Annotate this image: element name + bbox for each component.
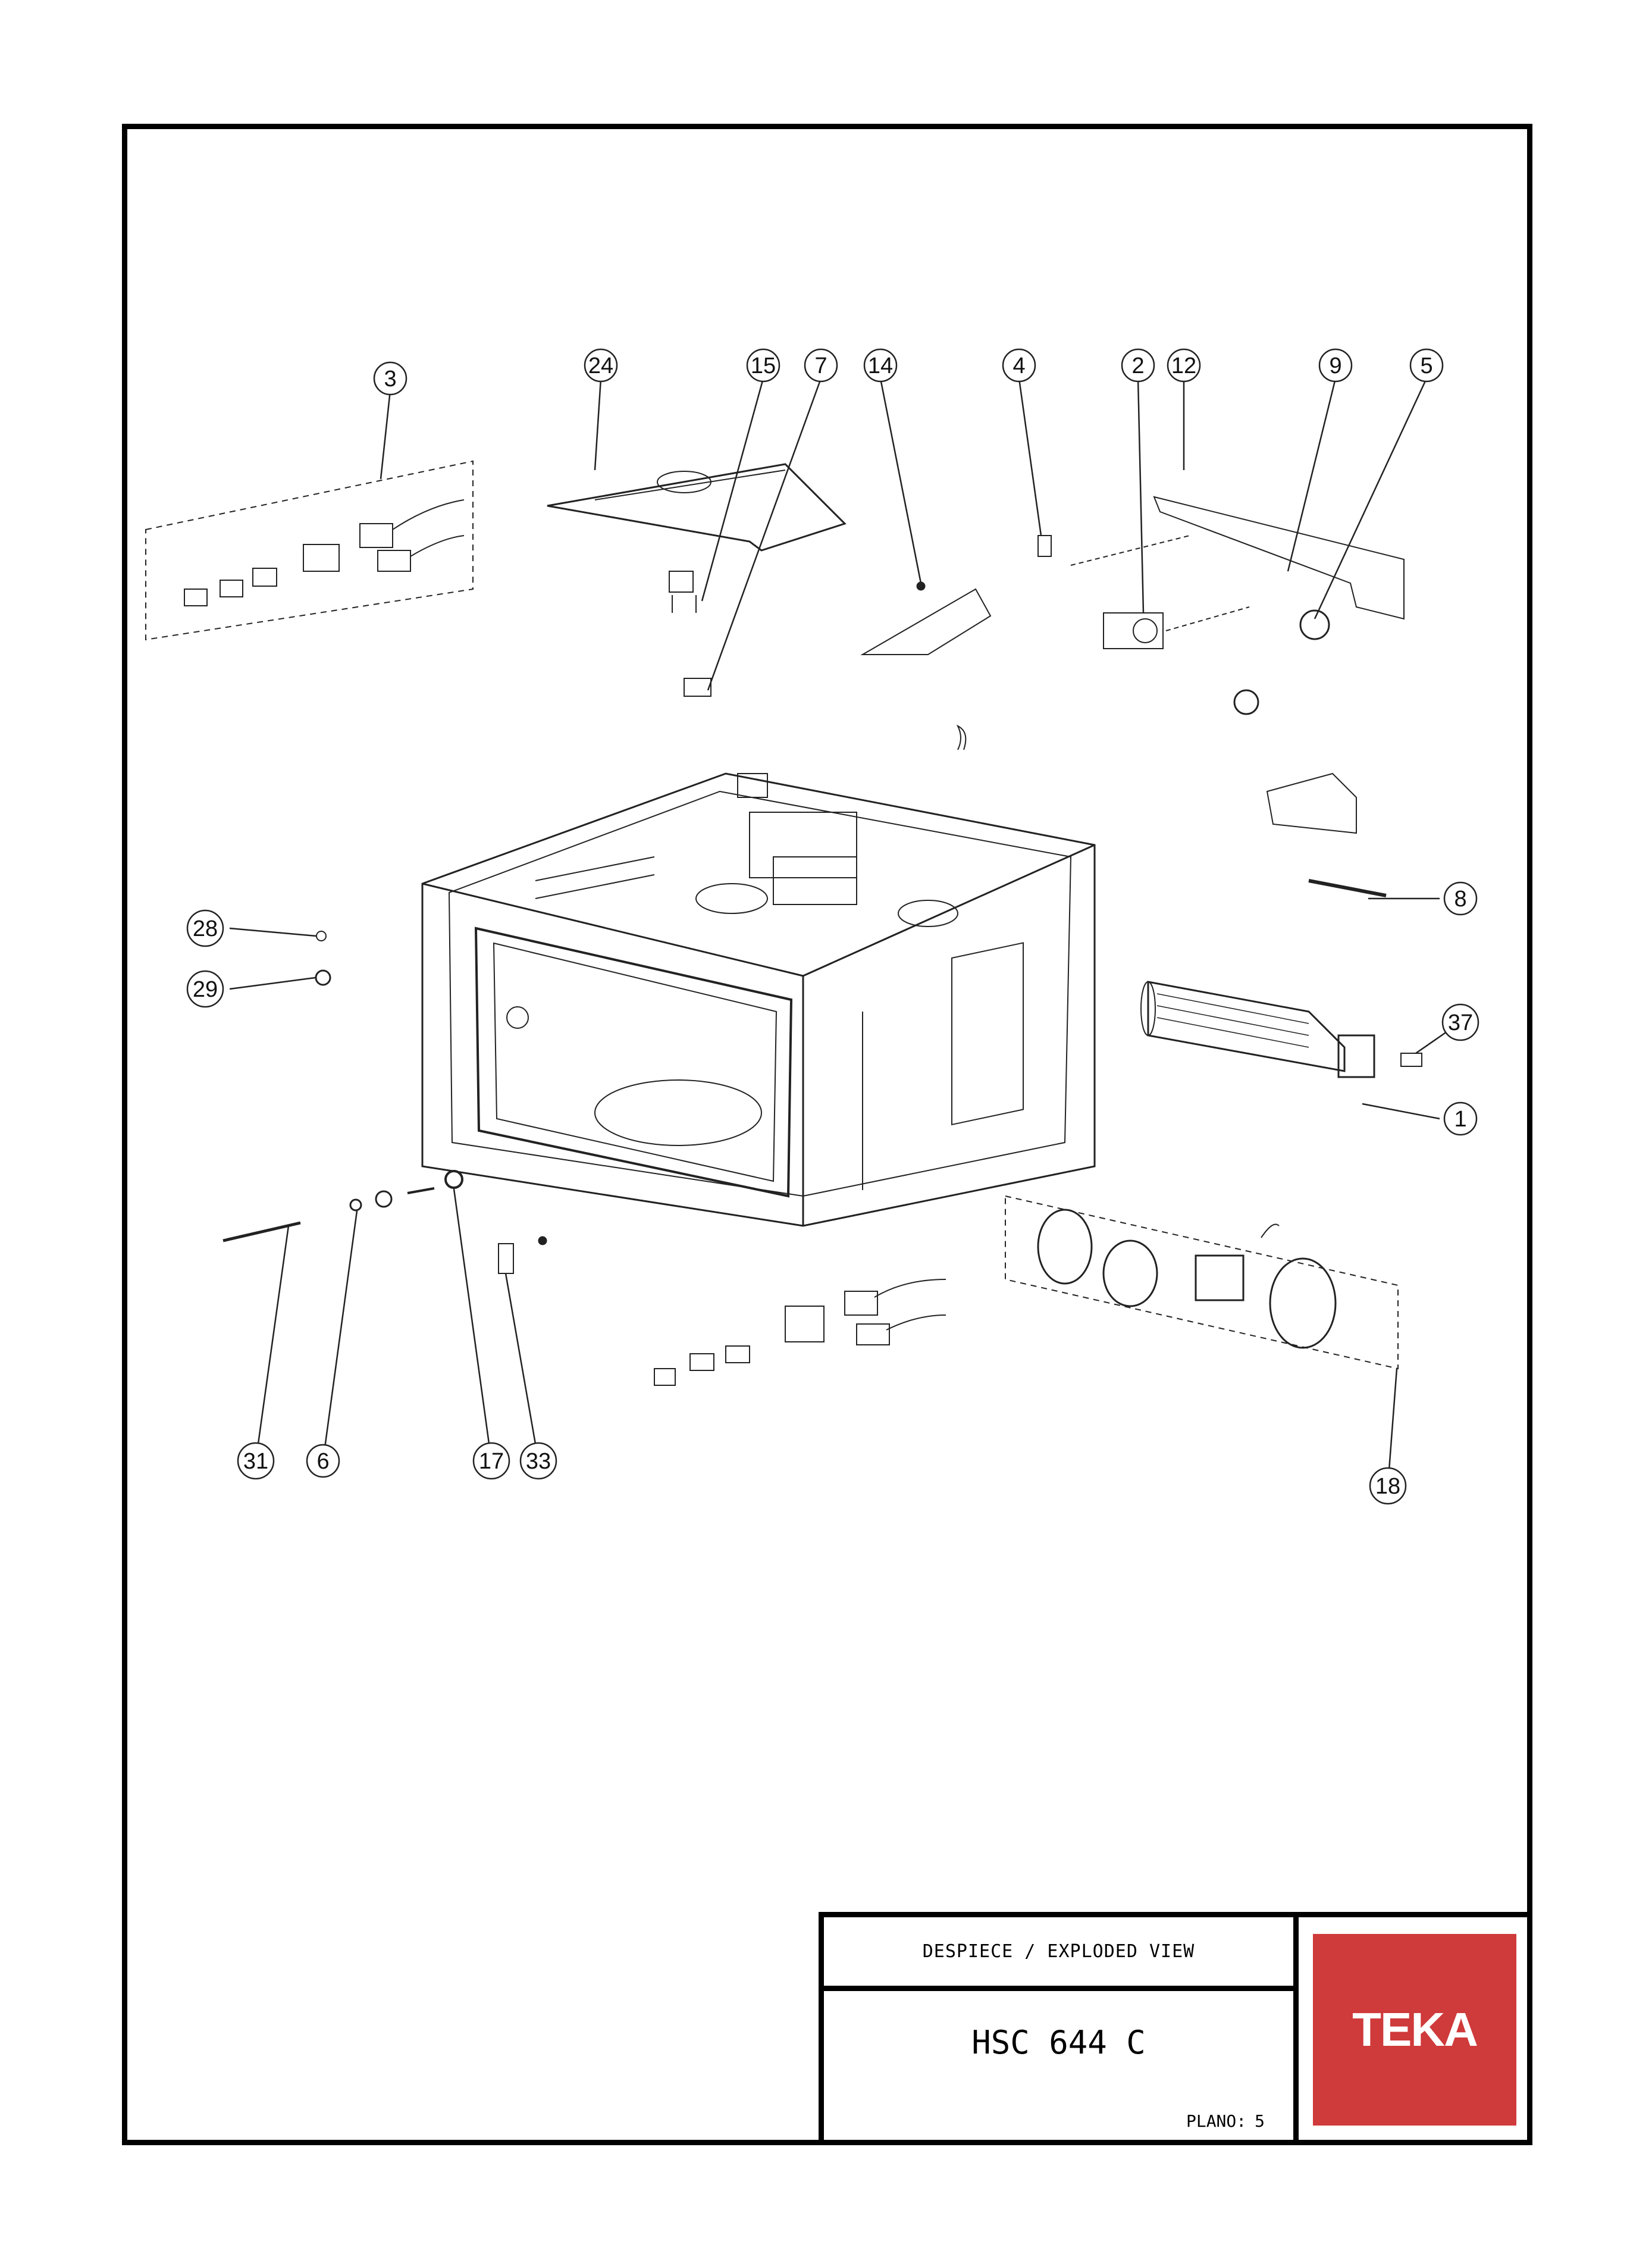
callout-14: 14 — [863, 348, 898, 383]
callout-3: 3 — [373, 361, 407, 396]
control-bracket-assembly — [1037, 496, 1405, 649]
svg-text:5: 5 — [1420, 353, 1432, 378]
svg-text:17: 17 — [479, 1449, 504, 1474]
svg-text:15: 15 — [751, 353, 776, 378]
callout-5: 5 — [1409, 348, 1444, 383]
svg-text:7: 7 — [814, 353, 827, 378]
callout-33: 33 — [519, 1442, 557, 1480]
callout-8: 8 — [1443, 881, 1478, 916]
svg-text:24: 24 — [588, 353, 613, 378]
callout-12: 12 — [1167, 348, 1201, 383]
callout-4: 4 — [1002, 348, 1036, 383]
svg-text:14: 14 — [868, 353, 893, 378]
callout-15: 15 — [746, 348, 780, 383]
title-block-main: DESPIECE / EXPLODED VIEW HSC 644 C PLANO… — [824, 1917, 1299, 2143]
sheet-value: 5 — [1255, 2111, 1265, 2131]
sheet-number: PLANO: 5 — [1186, 2111, 1265, 2131]
brand-logo-text: TEKA — [1352, 2003, 1478, 2056]
air-guide-plate — [860, 581, 992, 655]
callout-24: 24 — [584, 348, 618, 383]
svg-text:6: 6 — [316, 1449, 329, 1474]
callout-18: 18 — [1369, 1467, 1407, 1505]
svg-text:2: 2 — [1131, 353, 1144, 378]
logo-cell: TEKA — [1299, 1917, 1530, 2143]
svg-text:12: 12 — [1171, 353, 1196, 378]
brand-logo: TEKA — [1313, 1934, 1516, 2126]
svg-text:29: 29 — [193, 977, 218, 1002]
callout-1: 1 — [1443, 1101, 1478, 1136]
switch-set-lower — [654, 1279, 946, 1386]
svg-text:31: 31 — [243, 1449, 268, 1474]
thermal-fuse — [1308, 879, 1440, 899]
callout-17: 17 — [472, 1442, 510, 1480]
svg-text:33: 33 — [526, 1449, 551, 1474]
callout-bubbles: 3 24 15 7 14 4 2 12 9 5 8 28 29 37 1 31 … — [186, 348, 1479, 1505]
door-hinge-parts — [222, 931, 547, 1274]
oven-cavity — [421, 772, 1096, 1227]
drawing-frame — [122, 124, 1532, 2145]
tangential-fan — [1140, 981, 1422, 1078]
callout-28: 28 — [186, 909, 224, 947]
leader-lines — [229, 378, 1461, 1486]
callout-9: 9 — [1318, 348, 1353, 383]
callout-6: 6 — [306, 1444, 340, 1478]
callout-31: 31 — [237, 1442, 275, 1480]
callout-2: 2 — [1121, 348, 1155, 383]
title-block: DESPIECE / EXPLODED VIEW HSC 644 C PLANO… — [819, 1912, 1530, 2143]
top-cover-assembly — [547, 463, 847, 697]
svg-text:9: 9 — [1329, 353, 1341, 378]
svg-text:1: 1 — [1454, 1107, 1466, 1132]
view-label: DESPIECE / EXPLODED VIEW — [824, 1917, 1293, 1991]
svg-text:3: 3 — [384, 367, 396, 392]
model-name: HSC 644 C — [971, 2023, 1146, 2061]
callout-29: 29 — [186, 970, 224, 1008]
callout-7: 7 — [804, 348, 838, 383]
callout-37: 37 — [1441, 1003, 1479, 1041]
svg-text:18: 18 — [1375, 1474, 1400, 1499]
svg-text:4: 4 — [1012, 353, 1025, 378]
bracket-and-clamp — [956, 689, 1357, 834]
sheet-label: PLANO: — [1186, 2111, 1247, 2131]
svg-text:28: 28 — [193, 916, 218, 941]
convection-fan-assembly — [1005, 1195, 1399, 1370]
svg-text:8: 8 — [1454, 887, 1466, 912]
svg-text:37: 37 — [1448, 1010, 1473, 1035]
switch-set-upper-left — [145, 460, 474, 641]
